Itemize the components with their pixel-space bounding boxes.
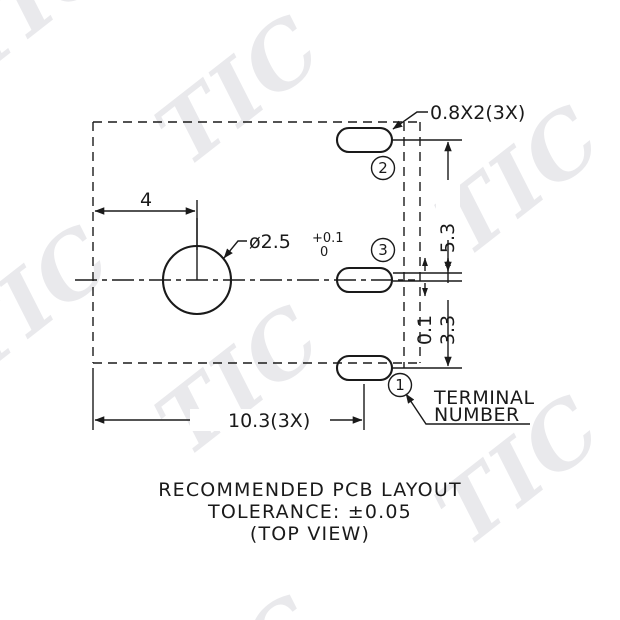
caption-line-1: RECOMMENDED PCB LAYOUT bbox=[158, 479, 462, 501]
terminal-balloon-1: 1 bbox=[387, 372, 413, 398]
caption-line-3: (TOP VIEW) bbox=[250, 523, 370, 545]
callout-terminal-number: TERMINAL NUMBER bbox=[405, 387, 535, 426]
drawing-caption: RECOMMENDED PCB LAYOUT TOLERANCE: ±0.05 … bbox=[158, 479, 462, 545]
pad-terminal-3 bbox=[335, 266, 394, 294]
dimension-vertical-top-label: 5.3 bbox=[437, 223, 459, 253]
terminal-balloon-1-label: 1 bbox=[395, 376, 405, 394]
callout-hole-tol-upper: +0.1 bbox=[312, 231, 344, 246]
vertical-extension-lines bbox=[393, 122, 462, 369]
terminal-balloon-2-label: 2 bbox=[378, 159, 388, 177]
pad-terminal-1 bbox=[335, 354, 394, 382]
pad-terminal-2 bbox=[335, 126, 394, 154]
dimension-vertical-top: 5.3 bbox=[436, 141, 460, 272]
callout-terminal-number-line2: NUMBER bbox=[434, 404, 520, 426]
callout-pad-size-label: 0.8X2(3X) bbox=[430, 102, 525, 124]
dimension-hole-offset-x: 4 bbox=[94, 189, 198, 250]
dimension-vertical-bottom: 3.3 bbox=[437, 257, 459, 367]
dimension-pad-pitch-total: 10.3(3X) bbox=[92, 368, 365, 432]
dimension-vertical-bottom-label: 3.3 bbox=[437, 315, 459, 345]
dimension-pad-pitch-total-label: 10.3(3X) bbox=[228, 410, 310, 432]
dimension-vertical-small: 0.1 bbox=[414, 257, 436, 345]
terminal-balloon-3-label: 3 bbox=[378, 241, 388, 259]
callout-hole-tol-lower: 0 bbox=[320, 245, 328, 260]
terminal-balloon-3: 3 bbox=[370, 237, 396, 263]
pcb-board-outline bbox=[92, 121, 421, 364]
dimension-vertical-small-label: 0.1 bbox=[414, 315, 436, 345]
callout-pad-size: 0.8X2(3X) bbox=[392, 102, 525, 130]
callout-hole-diameter-label: ø2.5 bbox=[249, 231, 291, 253]
callout-hole-diameter: ø2.5 +0.1 0 bbox=[223, 231, 344, 260]
terminal-balloon-2: 2 bbox=[370, 155, 396, 181]
callout-terminal-number-line1: TERMINAL bbox=[433, 387, 535, 409]
dimension-hole-offset-x-label: 4 bbox=[140, 189, 152, 211]
caption-line-2: TOLERANCE: ±0.05 bbox=[207, 501, 412, 523]
